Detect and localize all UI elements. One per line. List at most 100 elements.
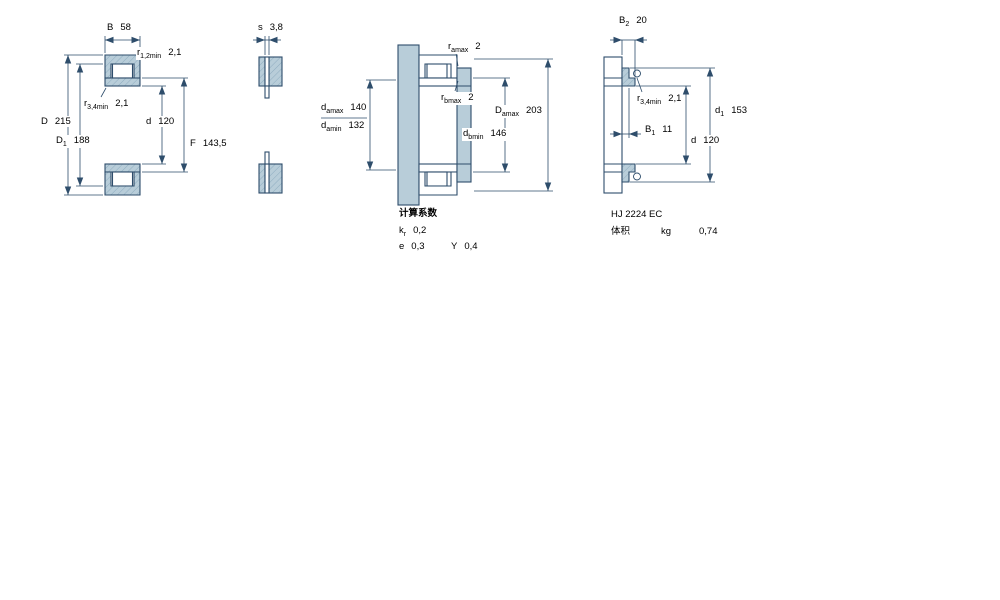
ring-lip: [264, 151, 270, 165]
dim-value: 11: [662, 124, 673, 135]
dim-symbol: B: [619, 15, 626, 26]
dim-symbol: D: [41, 116, 48, 127]
dim-symbol: B: [107, 22, 114, 33]
dim-symbol: d: [321, 120, 327, 131]
bearing-outline-roller: [426, 171, 448, 187]
dim-value: 215: [54, 116, 71, 127]
dim-value: 120: [703, 135, 720, 146]
dim-value: 58: [120, 22, 131, 33]
factor-subscript: r: [403, 230, 407, 238]
dim-subscript: 2: [625, 20, 630, 28]
leader-line: [636, 77, 643, 93]
dim-label-s: s 3,8: [257, 22, 284, 33]
factor-value: 0,2: [413, 225, 427, 236]
hj-ring-section: [621, 67, 636, 87]
factor-value: 0,3: [411, 241, 425, 252]
dim-subscript: amax: [451, 46, 469, 54]
factor-value: 0,4: [464, 241, 478, 252]
dim-subscript: amin: [326, 125, 342, 133]
bearing-phantom: [603, 56, 623, 194]
mass-unit-text: kg: [661, 226, 672, 237]
corner-radius-circle: [633, 69, 641, 78]
outer-ring-section: [104, 171, 141, 196]
fig3-mounting-drawing: [397, 44, 472, 206]
dim-label-Damax: Damax 203: [494, 105, 543, 118]
abutment-right-split-lines: [457, 85, 471, 165]
dim-label-B: B 58: [106, 22, 132, 33]
dim-label-d1: d1 153: [714, 105, 749, 118]
dim-symbol: F: [190, 138, 196, 149]
dim-symbol: B: [645, 124, 652, 135]
factor-Y: Y 0,4: [450, 241, 479, 252]
dim-value: 146: [490, 128, 507, 139]
fig1-dimension-lines: [64, 36, 188, 196]
dim-symbol: r: [137, 47, 141, 58]
dim-symbol: r: [84, 98, 88, 109]
inner-ring-section: [104, 77, 141, 87]
dim-symbol: d: [715, 105, 721, 116]
dim-subscript: 1: [720, 110, 725, 118]
bearing-outline-inner-ring: [418, 163, 458, 173]
dim-symbol: s: [258, 22, 263, 33]
dim-symbol: r: [448, 41, 452, 52]
dim-subscript: 1: [651, 129, 656, 137]
dim-symbol: r: [441, 92, 445, 103]
fig2-dimension-lines: [253, 36, 281, 55]
dim-subscript: 3,4min: [87, 103, 109, 111]
dim-value: 2: [468, 92, 474, 103]
mass-unit: kg: [660, 226, 673, 237]
dim-subscript: 3,4min: [640, 98, 662, 106]
bearing-outline-inner-ring: [418, 77, 458, 87]
fig4-hj-ring-drawing: [603, 56, 641, 194]
dim-value: 203: [526, 105, 542, 116]
hj-ring-designation: HJ 2224 EC: [610, 209, 664, 220]
dim-symbol: d: [463, 128, 469, 139]
dim-symbol: d: [146, 116, 152, 127]
hj-ring-section: [621, 163, 636, 183]
dim-label-damax: damax 140: [320, 102, 368, 115]
dim-symbol: D: [56, 135, 63, 146]
mass-label: 体积: [610, 226, 632, 237]
ring-section: [258, 163, 266, 194]
factor-symbol: Y: [451, 241, 458, 252]
dim-label-r12min: r1,2min 2,1: [136, 47, 183, 60]
dim-subscript: 1,2min: [140, 52, 162, 60]
leader-line: [454, 52, 459, 92]
dim-symbol: D: [495, 105, 502, 116]
mass-value: 0,74: [698, 226, 719, 237]
dim-subscript: amax: [501, 110, 519, 118]
fig4-dimension-lines: [610, 36, 715, 183]
dim-label-d: d 120: [145, 116, 176, 127]
abutment-right-hj-ring: [456, 67, 472, 183]
factor-symbol: k: [399, 225, 404, 236]
bearing-phantom-lines: [604, 77, 622, 173]
mass-label-text: 体积: [611, 226, 631, 237]
fig1-bearing-cross-section: [104, 54, 141, 196]
dim-value: 2,1: [168, 47, 182, 58]
dim-value: 153: [731, 105, 748, 116]
fig2-angle-ring-section: [258, 56, 283, 194]
dim-value: 2: [475, 41, 481, 52]
dim-value: 120: [158, 116, 175, 127]
roller: [111, 171, 134, 187]
dim-symbol: d: [321, 102, 327, 113]
corner-radius-circle: [633, 172, 641, 181]
dim-subscript: 1: [62, 140, 67, 148]
bearing-outline-roller: [426, 63, 448, 79]
dim-value: 3,8: [269, 22, 283, 33]
dim-subscript: amax: [326, 107, 344, 115]
dim-value: 140: [350, 102, 367, 113]
ring-section: [258, 56, 266, 87]
